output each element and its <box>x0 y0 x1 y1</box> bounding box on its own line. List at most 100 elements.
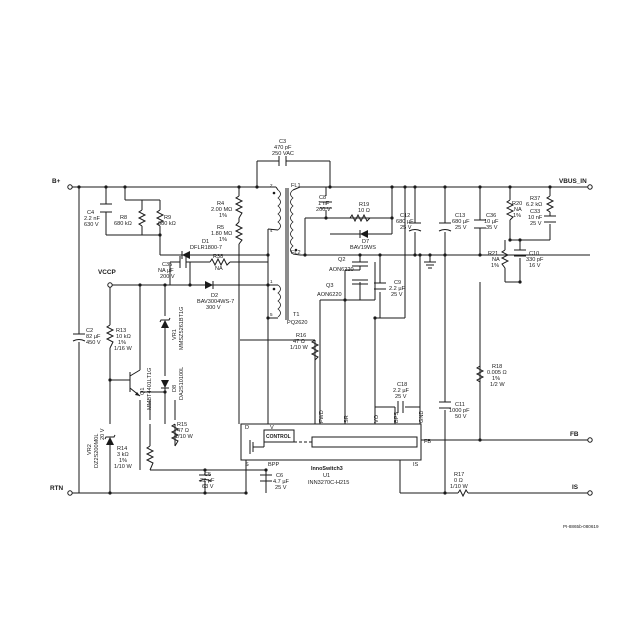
d8-ref: D8 <box>172 385 178 392</box>
c4-capacitor: C4 2.2 nF 630 V <box>84 203 112 228</box>
d2-diode: D2 BAV3004WS-7 300 V <box>197 281 234 311</box>
q1-part: MMBT4401LT1G <box>147 368 153 411</box>
d2-ref: D2 <box>211 293 218 299</box>
r9-resistor: R9 680 kΩ <box>155 209 176 227</box>
vr2-ref: VR2 <box>87 444 93 455</box>
r20-resistor: R20 NA 1% <box>505 199 522 221</box>
r5-ref: R5 <box>217 225 224 231</box>
r20-tolerance: 1% <box>513 213 521 219</box>
vr1-zener-diode: VR1 MMSZ5261BT1G <box>159 306 185 350</box>
rtn-label: RTN <box>50 485 64 492</box>
c33-ref: C33 <box>530 209 540 215</box>
ic-control-label: CONTROL <box>266 434 291 440</box>
r18-ref: R18 <box>492 364 502 370</box>
ic-ref: U1 <box>323 473 330 479</box>
r14-tolerance: 1% <box>119 458 127 464</box>
r8-value: 680 kΩ <box>114 221 132 227</box>
c18-value: 2.2 µF <box>393 388 410 394</box>
c2-capacitor: C2 82 µF 450 V <box>72 328 101 346</box>
r17-ref: R17 <box>454 472 464 478</box>
c36-value: 10 µF <box>484 219 499 225</box>
c6-rating: 25 V <box>275 485 287 491</box>
c35-value: NA µF <box>158 268 174 274</box>
d1-diode: D1 DFLR1800-7 <box>181 239 222 259</box>
is-port <box>587 490 593 496</box>
ground-icon <box>424 261 436 269</box>
r18-value: 0.005 Ω <box>487 370 507 376</box>
r16-power: 1/10 W <box>290 345 308 351</box>
q3-ref: Q3 <box>326 283 333 289</box>
r20-ref: R20 <box>512 201 522 207</box>
r17-resistor: R17 0 Ω 1/10 W <box>450 472 468 498</box>
r21-tolerance: 1% <box>491 263 499 269</box>
r15-power: 1/10 W <box>175 434 193 440</box>
c11-value: 1000 pF <box>449 408 470 414</box>
t1-pin-2: 2 <box>270 183 273 188</box>
r19-ref: R19 <box>359 202 369 208</box>
r14-ref: R14 <box>117 446 127 452</box>
r18-power: 1/2 W <box>490 382 505 388</box>
d2-part: BAV3004WS-7 <box>197 299 234 305</box>
t1-pin-5: 5 <box>270 312 273 317</box>
r19-resistor: R19 10 Ω <box>349 202 371 223</box>
vr1-part: MMSZ5261BT1G <box>179 306 185 350</box>
innoswitch3-ic: CONTROL D V S BPP FWD SR VO BPS GND FB I… <box>240 410 431 486</box>
c9-rating: 25 V <box>391 292 403 298</box>
c12-value: 680 µF <box>396 219 414 225</box>
d2-rating: 300 V <box>206 305 221 311</box>
r19-value: 10 Ω <box>358 208 370 214</box>
vr2-rating: 20 V <box>100 428 106 440</box>
r9-ref: R9 <box>164 215 171 221</box>
c11-capacitor: C11 1000 pF 50 V <box>439 401 470 420</box>
r14-value: 3 kΩ <box>117 452 129 458</box>
c8-capacitor: C8 1 nF 200 V <box>316 195 332 213</box>
c35-capacitor: C35 NA µF 200 V <box>158 256 190 285</box>
vccp-port <box>107 282 113 288</box>
vbus-in-label: VBUS_IN <box>559 178 587 185</box>
rtn-port <box>67 490 73 496</box>
r21-resistor: R21 NA 1% <box>488 249 510 269</box>
c12-rating: 25 V <box>400 225 412 231</box>
c33-value: 10 nF <box>528 215 543 221</box>
r8-ref: R8 <box>120 215 127 221</box>
r18-resistor: R18 0.005 Ω 1% 1/2 W <box>475 364 507 388</box>
ic-pin-gnd: GND <box>419 411 425 423</box>
d1-part: DFLR1800-7 <box>190 245 222 251</box>
c12-capacitor: C12 680 µF 25 V <box>396 213 422 232</box>
c4-rating: 630 V <box>84 222 99 228</box>
r4-resistor: R4 2.00 MΩ 1% <box>211 195 244 219</box>
r38-resistor: R38 NA <box>209 254 231 272</box>
c13-ref: C13 <box>455 213 465 219</box>
r17-value: 0 Ω <box>454 478 463 484</box>
b-plus-port <box>67 184 73 190</box>
vccp-label: VCCP <box>98 269 116 276</box>
r38-ref: R38 <box>213 254 223 260</box>
c6-capacitor: C6 4.7 µF 25 V <box>260 473 290 491</box>
d8-part: DA2S10100L <box>179 367 185 400</box>
c10-ref: C10 <box>529 251 539 257</box>
r13-tolerance: 1% <box>118 340 126 346</box>
c6-value: 4.7 µF <box>273 479 290 485</box>
d7-part: BAV19WS <box>350 245 376 251</box>
ic-secondary-block <box>311 436 418 448</box>
c3-ref: C3 <box>279 139 286 145</box>
t1-secondary-winding <box>290 189 294 255</box>
c10-value: 330 pF <box>526 257 544 263</box>
junctions <box>77 185 552 495</box>
c35-ref: C35 <box>162 262 172 268</box>
r4-value: 2.00 MΩ <box>211 207 232 213</box>
c36-capacitor: C36 10 µF 35 V <box>474 213 499 231</box>
ic-pin-fwd: FWD <box>319 410 325 423</box>
r13-value: 10 kΩ <box>116 334 131 340</box>
r15-resistor: R15 47 Ω 1/10 W <box>170 422 193 447</box>
ic-pin-sr: SR <box>344 415 350 423</box>
c33-rating: 25 V <box>530 221 542 227</box>
q3-part: AON6220 <box>317 292 342 298</box>
r4-ref: R4 <box>217 201 224 207</box>
q2-ref: Q2 <box>338 257 345 263</box>
r14-resistor: R14 3 kΩ 1% 1/10 W <box>114 445 155 471</box>
c9-ref: C9 <box>394 280 401 286</box>
ic-pin-bpp: BPP <box>268 462 279 468</box>
c36-rating: 35 V <box>486 225 498 231</box>
